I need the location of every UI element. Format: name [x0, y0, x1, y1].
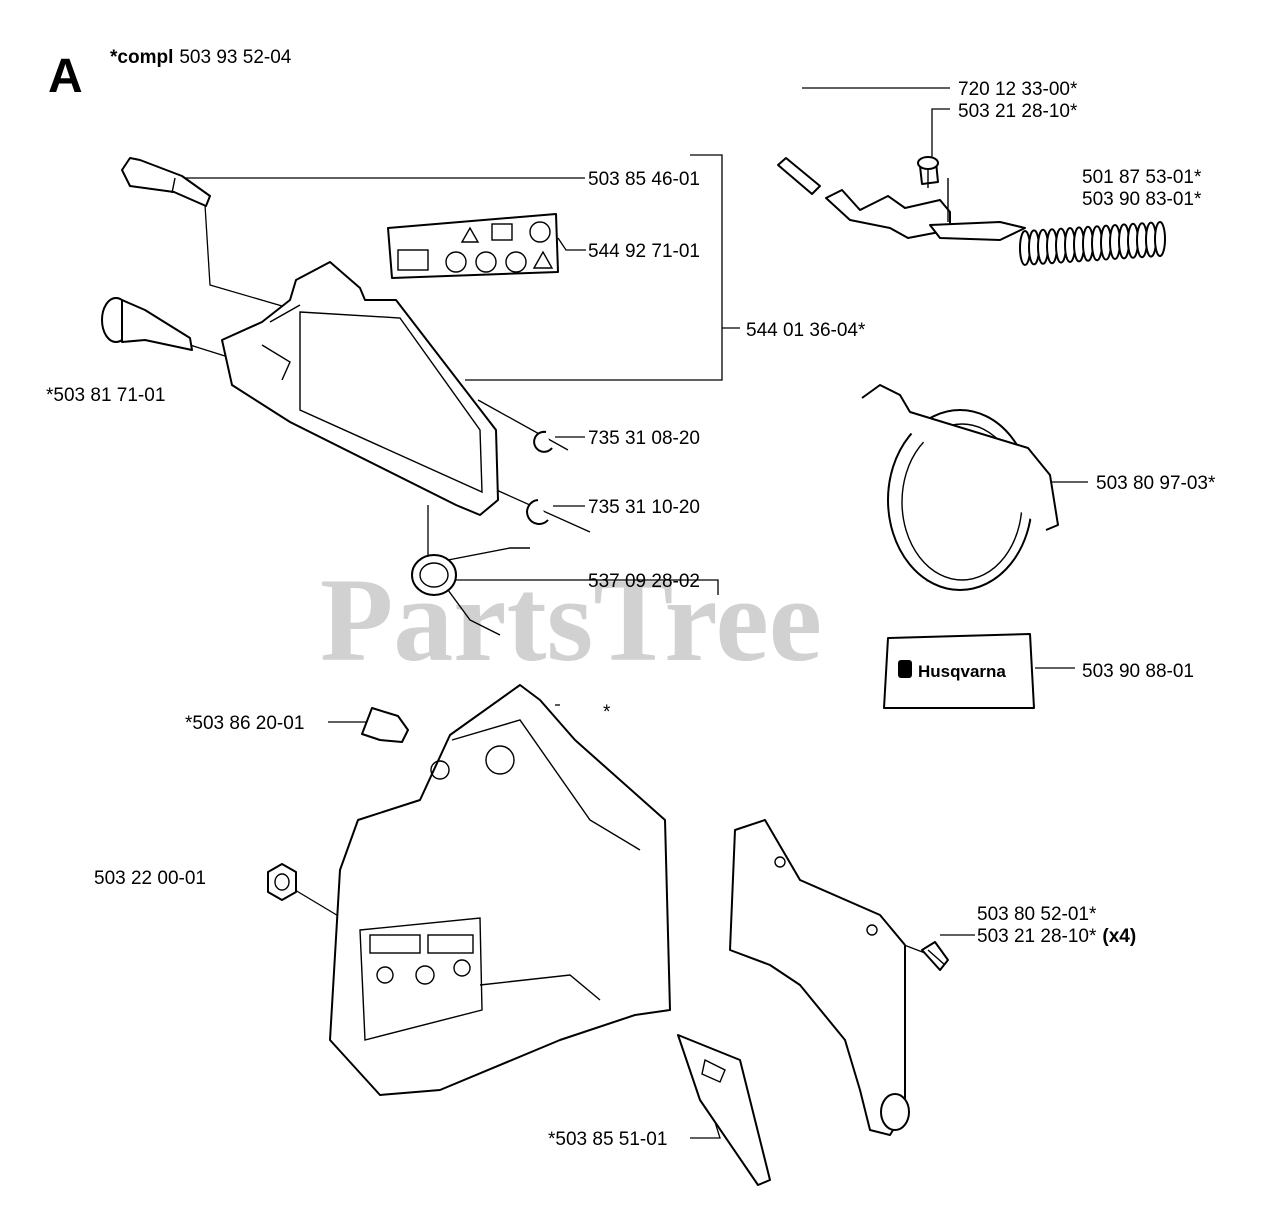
callout-501-87-53-01: 501 87 53-01* — [1082, 167, 1202, 188]
callout-503-21-28-10-x4-number: 503 21 28-10* — [977, 926, 1097, 947]
callout-503-90-88-01: 503 90 88-01 — [1082, 661, 1194, 682]
callout-503-85-46-01: 503 85 46-01 — [588, 169, 700, 190]
callout-537-09-28-02: 537 09 28-02 — [588, 571, 700, 592]
watermark-text: PartsTree — [320, 553, 822, 686]
coil-spring — [1019, 221, 1166, 266]
cover-plate — [729, 819, 910, 1136]
callout-503-80-97-03: 503 80 97-03* — [1096, 473, 1216, 494]
warning-decal — [387, 213, 559, 279]
circlip-small — [533, 430, 553, 453]
kit-number: 503 93 52-04 — [179, 47, 291, 68]
clutch-cover — [329, 684, 671, 1096]
callout-544-01-36-04: 544 01 36-04* — [746, 320, 866, 341]
nut-part — [267, 863, 297, 901]
callout-720-12-33-00: 720 12 33-00* — [958, 79, 1078, 100]
coil-loop — [1154, 221, 1166, 257]
top-screw-part — [917, 156, 939, 188]
bolt-part — [101, 297, 193, 351]
callout-qty-suffix: (x4) — [1102, 926, 1136, 947]
kit-label: *compl 503 93 52-04 — [110, 47, 292, 68]
callout-503-86-20-01: *503 86 20-01 — [185, 713, 304, 734]
brand-decal: Husqvarna — [883, 633, 1035, 709]
brake-linkage — [777, 157, 1026, 241]
clip-part — [361, 707, 409, 743]
chain-brake-handle — [221, 261, 499, 516]
screw-part — [921, 941, 949, 971]
callout-503-22-00-01: 503 22 00-01 — [94, 868, 206, 889]
brake-band — [861, 384, 1059, 591]
callout-503-21-28-10-top: 503 21 28-10* — [958, 101, 1078, 122]
pin-top — [121, 157, 211, 207]
torsion-spring — [411, 547, 530, 636]
callout-735-31-08-20: 735 31 08-20 — [588, 428, 700, 449]
small-plate — [677, 1034, 771, 1186]
brand-decal-text: Husqvarna — [918, 662, 1006, 681]
callout-labels: 720 12 33-00* 503 21 28-10* 503 85 46-01… — [46, 79, 1216, 1150]
asterisk-marker: * — [603, 702, 611, 723]
callout-503-21-28-10-x4: 503 21 28-10*(x4) — [977, 926, 1136, 947]
section-letter: A — [48, 50, 83, 103]
callout-503-85-51-01: *503 85 51-01 — [548, 1129, 667, 1150]
kit-prefix: *compl — [110, 47, 173, 68]
callout-544-92-71-01: 544 92 71-01 — [588, 241, 700, 262]
callout-503-90-83-01: 503 90 83-01* — [1082, 189, 1202, 210]
watermark: PartsTree TM — [320, 553, 945, 686]
callout-503-80-52-01: 503 80 52-01* — [977, 904, 1097, 925]
circlip-large — [526, 499, 549, 525]
callout-735-31-10-20: 735 31 10-20 — [588, 497, 700, 518]
callout-503-81-71-01: *503 81 71-01 — [46, 385, 165, 406]
